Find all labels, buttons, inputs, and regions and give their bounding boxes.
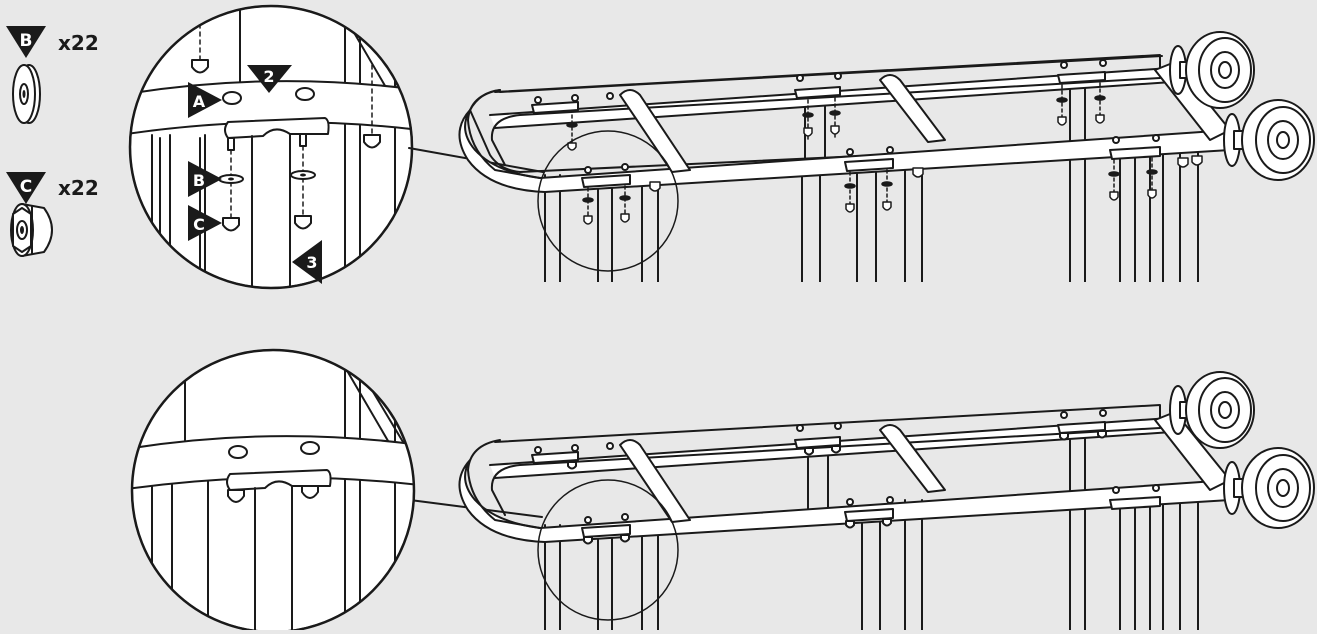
marker-step-3: 3 — [292, 240, 322, 284]
washer-icon — [12, 64, 41, 124]
part-c-legend: C x22 — [6, 172, 99, 257]
detail-view-bottom — [130, 348, 416, 634]
marker-step-2: 2 — [247, 65, 292, 93]
caster-wheel-top-front — [1223, 99, 1315, 181]
detail-callout-top — [537, 130, 679, 272]
marker-b: B — [188, 161, 222, 197]
svg-text:3: 3 — [306, 253, 317, 272]
frame-exploded — [458, 54, 1231, 282]
parts-legend: B x22 C x22 — [6, 26, 99, 257]
cap-nut-icon — [10, 203, 53, 257]
svg-text:C: C — [193, 215, 205, 234]
frame-assembled — [458, 404, 1231, 630]
detail-callout-bottom — [537, 479, 679, 621]
part-c-letter: C — [20, 177, 32, 197]
part-b-legend: B x22 — [6, 26, 99, 124]
svg-text:B: B — [193, 171, 205, 190]
part-c-marker — [6, 172, 46, 204]
marker-a: A — [188, 82, 222, 118]
caster-wheel-bottom-front — [1223, 447, 1315, 529]
caster-wheel-top-back — [1169, 31, 1255, 109]
hardware-stacks — [566, 82, 1203, 225]
part-b-qty: x22 — [58, 31, 99, 55]
part-b-letter: B — [20, 31, 33, 51]
part-b-marker — [6, 26, 46, 58]
part-c-qty: x22 — [58, 176, 99, 200]
svg-text:A: A — [193, 92, 206, 111]
svg-text:2: 2 — [263, 67, 274, 86]
marker-c: C — [188, 205, 222, 241]
caster-wheel-bottom-back — [1169, 371, 1255, 449]
detail-view-top: A 2 B C 3 — [128, 4, 414, 290]
